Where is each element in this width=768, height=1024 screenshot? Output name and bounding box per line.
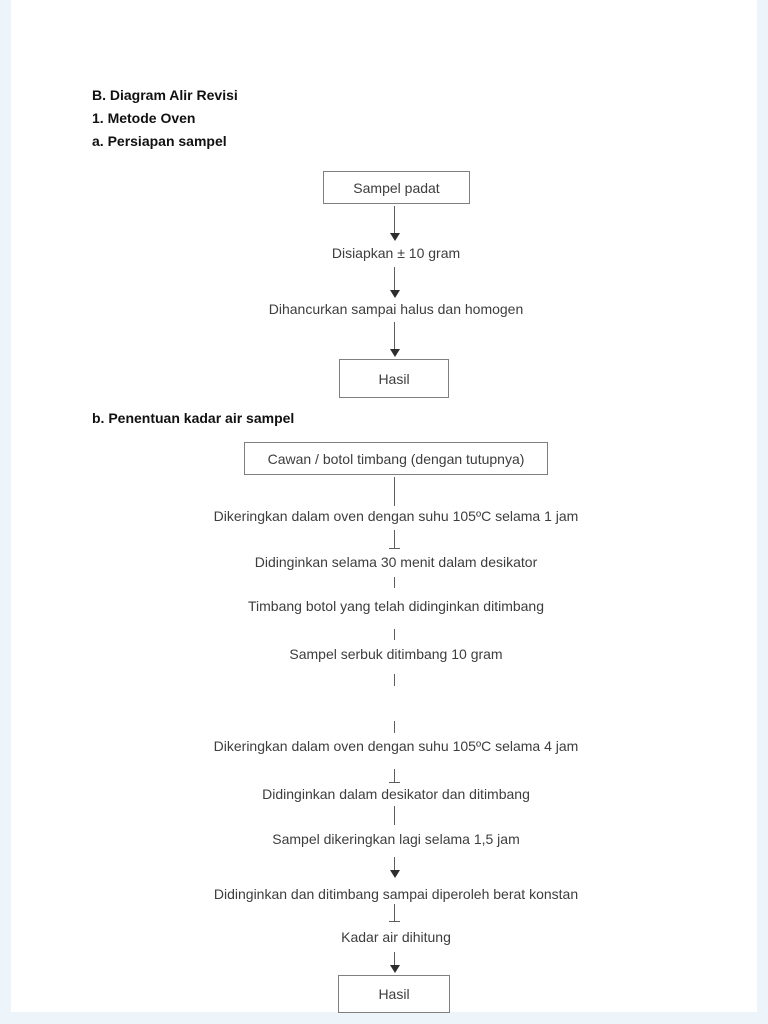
connector-line — [394, 721, 395, 733]
connector-line — [394, 674, 395, 686]
down-arrow-icon — [390, 349, 400, 357]
connector-line — [394, 530, 395, 548]
heading-penentuan-kadar-air: b. Penentuan kadar air sampel — [92, 410, 295, 426]
connector-line — [394, 322, 395, 349]
connector-line — [394, 267, 395, 290]
connector-end-cap — [389, 782, 400, 783]
down-arrow-icon — [390, 290, 400, 298]
heading-metode-oven: 1. Metode Oven — [92, 110, 196, 126]
connector-end-cap — [389, 548, 400, 549]
connector-line — [394, 629, 395, 640]
flow-step: Didinginkan dalam desikator dan ditimban… — [262, 786, 530, 802]
connector-line — [394, 477, 395, 506]
flow-step: Sampel serbuk ditimbang 10 gram — [289, 646, 503, 662]
connector-end-cap — [389, 921, 400, 922]
connector-line — [394, 904, 395, 921]
flow-step: Kadar air dihitung — [341, 929, 451, 945]
flow-step: Disiapkan ± 10 gram — [331, 245, 461, 261]
flowchart-b-start-box: Cawan / botol timbang (dengan tutupnya) — [244, 442, 548, 475]
connector-line — [394, 857, 395, 870]
connector-line — [394, 206, 395, 233]
down-arrow-icon — [390, 870, 400, 878]
heading-section-b: B. Diagram Alir Revisi — [92, 87, 238, 103]
flow-step: Sampel dikeringkan lagi selama 1,5 jam — [272, 831, 520, 847]
connector-line — [394, 769, 395, 782]
connector-line — [394, 577, 395, 588]
flow-step: Dihancurkan sampai halus dan homogen — [268, 301, 524, 317]
flow-step: Timbang botol yang telah didinginkan dit… — [247, 598, 544, 614]
flowchart-b-end-box: Hasil — [338, 975, 450, 1013]
heading-persiapan-sampel: a. Persiapan sampel — [92, 133, 227, 149]
connector-line — [394, 806, 395, 825]
page-edge-right — [757, 0, 768, 1024]
flow-step: Didinginkan dan ditimbang sampai diperol… — [213, 886, 579, 902]
page-edge-bottom — [0, 1012, 768, 1024]
flowchart-a-end-box: Hasil — [339, 359, 449, 398]
connector-line — [394, 952, 395, 965]
flow-step: Dikeringkan dalam oven dengan suhu 105ºC… — [213, 508, 579, 524]
down-arrow-icon — [390, 965, 400, 973]
flow-step: Didinginkan selama 30 menit dalam desika… — [254, 554, 538, 570]
flow-step: Dikeringkan dalam oven dengan suhu 105ºC… — [213, 738, 579, 754]
page-edge-left — [0, 0, 11, 1024]
down-arrow-icon — [390, 233, 400, 241]
flowchart-a-start-box: Sampel padat — [323, 171, 470, 204]
